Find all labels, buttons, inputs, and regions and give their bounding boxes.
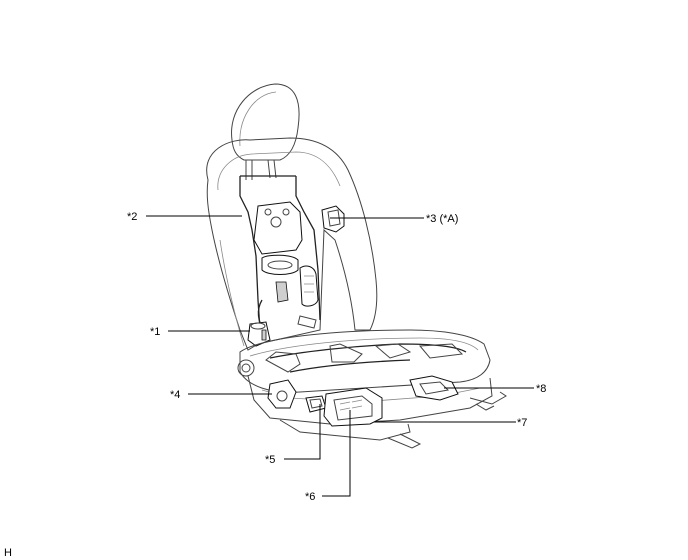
seat-illustration (206, 83, 507, 449)
callout-7: *7 (517, 417, 527, 429)
leader-6 (322, 410, 351, 497)
seat-back (206, 137, 378, 351)
callout-8: *8 (536, 383, 546, 395)
seat-back-frame (239, 176, 261, 331)
leader-5 (284, 404, 321, 460)
connector-part (305, 395, 327, 413)
side-cover-clip (321, 205, 345, 233)
leader-lines (146, 215, 534, 497)
seat-rail (279, 419, 411, 441)
callout-3: *3 (*A) (426, 213, 458, 225)
recliner-part (267, 379, 297, 409)
callout-labels: *1 *2 *3 (*A) *4 *5 *6 *7 *8 H (4, 211, 546, 559)
rear-bracket (409, 375, 459, 401)
power-seat-switch (323, 387, 383, 427)
callout-4: *4 (170, 389, 180, 401)
callout-6: *6 (305, 491, 315, 503)
callout-2: *2 (127, 211, 137, 223)
callout-5: *5 (265, 454, 275, 466)
callout-1: *1 (150, 326, 160, 338)
headrest (231, 83, 300, 161)
corner-mark: H (4, 547, 12, 559)
